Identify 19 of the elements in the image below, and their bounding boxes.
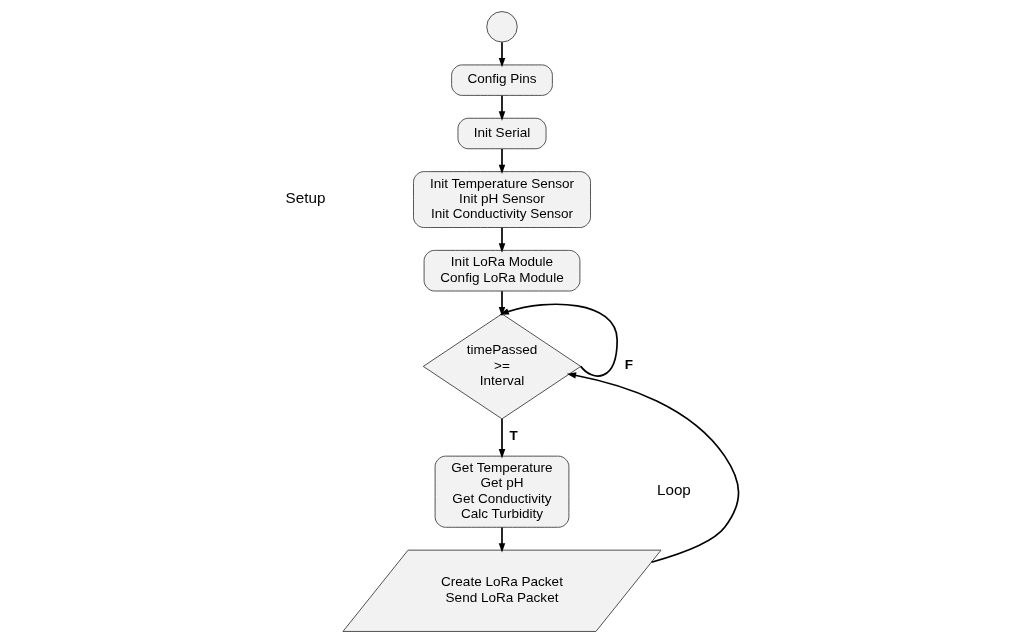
- node-box: Init LoRa Module Config LoRa Module: [423, 249, 581, 292]
- node-diamond: timePassed >= Interval: [422, 313, 582, 420]
- arrow: [498, 94, 506, 121]
- label: Loop: [656, 481, 691, 499]
- arrow: [499, 303, 618, 377]
- node-box: Get Temperature Get pH Get Conductivity Calc Turbidity: [434, 455, 570, 528]
- edge-label: F: [624, 356, 633, 372]
- node-box: Config Pins: [451, 64, 553, 96]
- arrow: [566, 372, 740, 564]
- arrow: [498, 526, 506, 553]
- arrow: [498, 41, 506, 68]
- node-box: Init Temperature Sensor Init pH Sensor Init Conductivity Sensor: [413, 171, 591, 228]
- arrow: [498, 418, 506, 459]
- arrow: [498, 227, 506, 253]
- label: Setup: [285, 189, 326, 207]
- node-circle: [486, 11, 518, 43]
- arrow: [498, 148, 506, 175]
- node-box: Init Serial: [457, 117, 547, 150]
- edge-label: T: [509, 427, 518, 443]
